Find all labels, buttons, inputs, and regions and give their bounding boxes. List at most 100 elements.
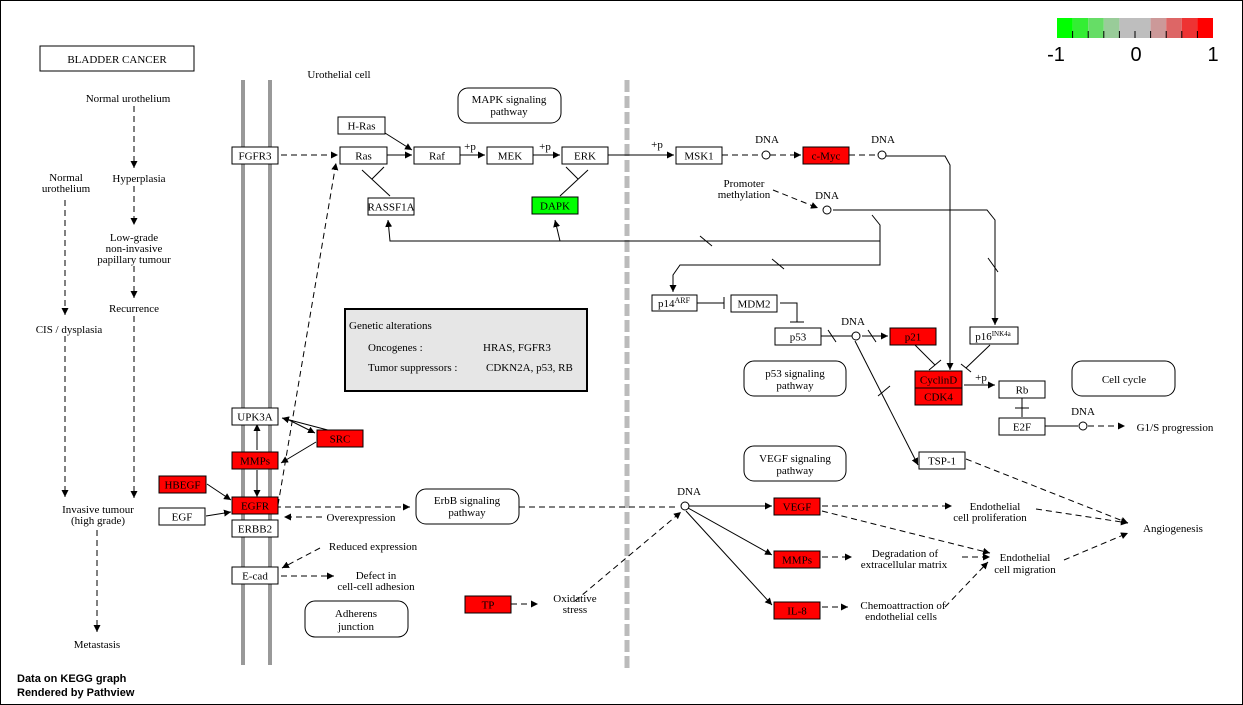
node-tsp1[interactable] [918,451,966,470]
node-il8-label: IL-8 [787,606,807,618]
low-grade-label-3: papillary tumour [97,254,171,266]
pathway-adherens-label-1: Adherens [335,608,377,620]
phospho-label: +p [651,139,663,151]
node-p14arf[interactable] [651,294,698,312]
g1s-progression-label: G1/S progression [1137,422,1214,434]
hyperplasia-label: Hyperplasia [112,173,165,185]
oxidative-stress-label-1: Oxidative [553,593,596,605]
node-mek[interactable] [486,146,534,165]
node-rassf1a[interactable] [367,197,415,216]
node-mek-label: MEK [498,151,523,163]
node-fgfr3[interactable] [231,146,279,165]
node-egfr[interactable] [231,496,279,515]
legend-min-label: -1 [1047,44,1065,66]
pathway-cell-cycle[interactable] [1071,360,1176,397]
node-tp-label: TP [482,600,495,612]
legend-swatch [1119,18,1135,38]
node-mmps2[interactable] [773,550,821,569]
legend-swatch [1166,18,1182,38]
node-p53[interactable] [774,327,822,346]
endothelial-migration-label-1: Endothelial [1000,552,1051,564]
node-upk3a-label: UPK3A [237,412,273,424]
pathway-mapk-label-1: MAPK signaling [472,94,547,106]
dna-circles [680,150,1088,511]
color-legend [1057,18,1213,38]
low-grade-label-2: non-invasive [106,243,163,255]
node-mmps2-label: MMPs [782,555,812,567]
low-grade-label-1: Low-grade [110,232,158,244]
node-ecad[interactable] [231,566,279,585]
node-vegf-label: VEGF [783,502,812,514]
node-mmps1[interactable] [231,451,279,470]
dna-label: DNA [871,134,895,146]
pathway-cellcycle-label: Cell cycle [1102,374,1146,386]
pathway-erbb[interactable] [415,488,520,525]
node-cyclind-label: CyclinD [920,375,957,387]
node-p16ink4a[interactable] [969,326,1019,345]
pathway-mapk-label-2: pathway [490,106,528,118]
node-msk1[interactable] [675,146,723,165]
node-erk-label: ERK [574,151,596,163]
node-p21-label: p21 [905,332,922,344]
node-raf[interactable] [413,146,461,165]
genetic-alterations-title: Genetic alterations [349,320,432,332]
node-src[interactable] [316,429,364,448]
node-erbb2-label: ERBB2 [238,524,272,536]
node-tp[interactable] [464,595,512,614]
node-hras[interactable] [337,116,386,135]
dna-label: DNA [815,190,839,202]
pathway-mapk[interactable] [457,87,562,124]
pathway-vegf-label-1: VEGF signaling [759,453,831,465]
p14-sup: ARF [674,296,690,305]
phospho-label: +p [975,372,987,384]
node-mdm2[interactable] [730,294,778,313]
node-cdk4-label: CDK4 [924,392,953,404]
node-ras[interactable] [339,146,388,165]
tumor-suppressors-label: Tumor suppressors : [368,362,457,374]
pathway-p53[interactable] [743,360,847,397]
chemoattraction-label-2: endothelial cells [865,611,937,623]
promoter-methylation-label-2: methylation [718,189,771,201]
node-rb[interactable] [998,380,1046,399]
node-vegf[interactable] [773,497,821,516]
node-erbb2[interactable] [231,519,279,538]
node-cdk4[interactable] [914,387,963,406]
pathway-p53-label-2: pathway [776,380,814,392]
pathway-vegf-label-2: pathway [776,465,814,477]
defect-label-2: cell-cell adhesion [337,581,415,593]
node-erk[interactable] [561,146,609,165]
node-rassf1a-label: RASSF1A [367,202,414,214]
node-rb-label: Rb [1016,385,1029,397]
node-e2f[interactable] [998,417,1046,436]
node-egf-label: EGF [172,512,193,524]
pathway-adherens[interactable] [304,600,409,638]
node-hbegf[interactable] [158,475,207,494]
normal-urothelium-label-2b: urothelium [42,183,91,195]
defect-label-1: Defect in [356,570,397,582]
reduced-expression-label: Reduced expression [329,541,418,553]
p14-base: p14 [658,298,675,310]
page-title: BLADDER CANCER [67,54,167,66]
tumor-suppressors-value: CDKN2A, p53, RB [486,362,573,374]
node-il8[interactable] [773,601,821,620]
dna-labels: DNA DNA DNA DNA DNA DNA [677,134,1095,498]
footer-line-2: Rendered by Pathview [17,687,135,699]
pathway-vegf[interactable] [743,445,847,482]
node-dapk[interactable] [531,196,579,215]
pathway-nodes [304,87,1176,638]
endothelial-migration-label-2: cell migration [994,564,1056,576]
node-fgfr3-label: FGFR3 [238,151,272,163]
node-e2f-label: E2F [1013,422,1031,434]
legend-swatch [1057,18,1073,38]
node-egf[interactable] [158,507,206,526]
p16-base: p16 [975,331,992,343]
node-egfr-label: EGFR [241,501,270,513]
node-p21[interactable] [889,327,937,346]
node-upk3a[interactable] [231,407,279,426]
node-cmyc[interactable] [802,146,850,165]
node-dapk-label: DAPK [540,201,570,213]
cis-label: CIS / dysplasia [36,324,103,336]
node-src-label: SRC [330,434,351,446]
